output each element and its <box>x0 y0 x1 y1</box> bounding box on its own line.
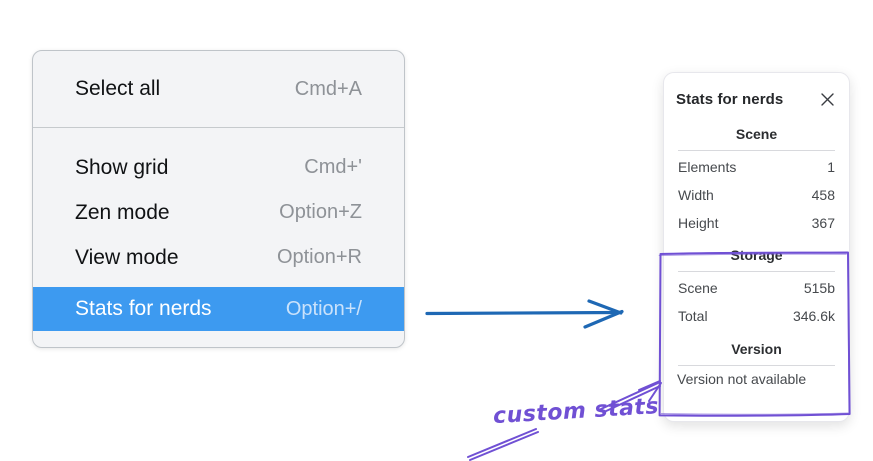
stat-value: 1 <box>827 159 835 175</box>
stats-panel: Stats for nerds Scene Elements 1 Width 4… <box>663 72 850 422</box>
menu-item-shortcut: Cmd+A <box>294 77 362 100</box>
version-status-text: Version not available <box>677 371 807 387</box>
section-title: Storage <box>730 247 783 263</box>
stat-label: Width <box>678 187 714 203</box>
menu-item-stats-for-nerds[interactable]: Stats for nerds Option+/ <box>33 287 404 331</box>
stat-value: 458 <box>811 187 835 203</box>
stat-row-elements: Elements 1 <box>676 153 837 181</box>
section-version: Version Version not available <box>676 341 837 387</box>
stat-row-total-size: Total 346.6k <box>676 302 837 330</box>
menu-divider <box>33 127 404 128</box>
menu-item-label: View mode <box>75 245 179 269</box>
section-divider <box>678 365 835 366</box>
stat-value: 346.6k <box>792 308 835 324</box>
stat-row-width: Width 458 <box>676 181 837 209</box>
context-menu: Select all Cmd+A Show grid Cmd+' Zen mod… <box>32 50 405 348</box>
menu-item-shortcut: Option+Z <box>279 201 362 223</box>
stats-panel-header: Stats for nerds <box>676 73 837 110</box>
section-divider <box>678 150 835 151</box>
close-button[interactable] <box>818 90 837 109</box>
arrow-menu-to-panel <box>425 299 624 329</box>
stat-row-height: Height 367 <box>676 209 837 237</box>
menu-item-zen-mode[interactable]: Zen mode Option+Z <box>33 190 404 235</box>
menu-item-label: Show grid <box>75 155 169 179</box>
stats-panel-title: Stats for nerds <box>676 90 784 108</box>
stat-row-scene-size: Scene 515b <box>676 274 837 302</box>
menu-item-show-grid[interactable]: Show grid Cmd+' <box>33 145 404 190</box>
menu-group: Show grid Cmd+' Zen mode Option+Z View m… <box>33 128 404 331</box>
stat-label: Scene <box>678 280 718 296</box>
stat-label: Total <box>678 308 708 324</box>
section-title: Scene <box>735 126 778 142</box>
menu-item-label: Select all <box>75 77 161 100</box>
menu-item-label: Stats for nerds <box>75 297 212 320</box>
stat-value: 367 <box>811 215 835 231</box>
stat-label: Elements <box>678 159 737 175</box>
menu-item-view-mode[interactable]: View mode Option+R <box>33 235 404 280</box>
section-storage: Storage Scene 515b Total 346.6k <box>676 247 837 330</box>
stat-value: 515b <box>803 280 835 296</box>
custom-stats-label: custom stats <box>492 394 660 430</box>
menu-item-shortcut: Option+R <box>276 246 362 268</box>
section-divider <box>678 271 835 272</box>
menu-item-shortcut: Cmd+' <box>304 156 362 178</box>
menu-item-select-all[interactable]: Select all Cmd+A <box>33 51 404 127</box>
section-scene: Scene Elements 1 Width 458 Height 367 <box>676 126 837 237</box>
menu-item-shortcut: Option+/ <box>285 297 362 320</box>
close-icon <box>821 92 834 106</box>
menu-item-label: Zen mode <box>75 200 170 224</box>
section-title: Version <box>731 341 782 357</box>
stat-label: Height <box>678 215 719 231</box>
